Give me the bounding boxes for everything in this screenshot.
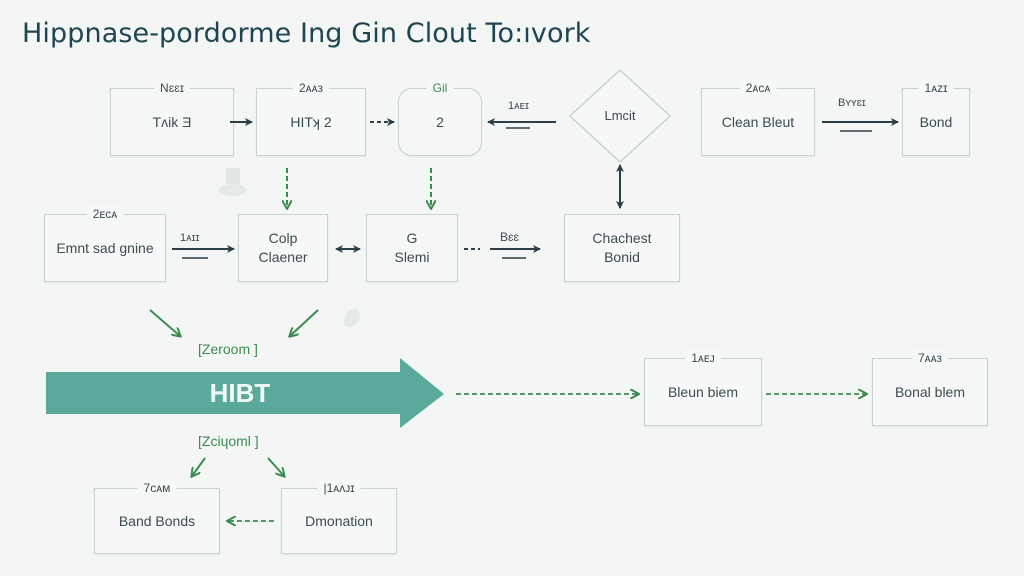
node-tag: 1ᴀᴢɪ: [918, 79, 954, 97]
node-gil[interactable]: Gil 2: [398, 79, 482, 156]
node-hitk[interactable]: 2ᴀᴀᴈ HITʞ 2: [256, 79, 366, 156]
node-emnt[interactable]: 2ᴇᴄᴀ Emnt sad gnine: [44, 205, 166, 282]
node-label: Tʌik Ǝ: [152, 113, 192, 130]
annotation-top: [Zeroom ]: [198, 341, 258, 357]
arrow-diag-right: [290, 309, 319, 336]
edge-label-gil-limit: 1ᴀᴇɪ: [508, 100, 529, 112]
node-task[interactable]: Nɛɛɪ Tʌik Ǝ: [110, 79, 234, 156]
decision-limit[interactable]: [568, 68, 672, 164]
node-tag: Gil: [426, 79, 454, 97]
node-label: Band Bonds: [118, 512, 196, 529]
node-label-line1: Chachest: [592, 230, 652, 247]
node-label: 2: [436, 113, 444, 130]
node-label: Clean Bleut: [721, 113, 795, 130]
node-bleun[interactable]: 1ᴀᴇᴊ Bleun biem: [644, 349, 762, 426]
node-g-slemi[interactable]: G Slemi: [366, 214, 458, 282]
node-tag: |1ᴀᴧᴊɪ: [317, 479, 361, 497]
node-label: Bleun biem: [667, 383, 739, 400]
decision-label: Lmcit: [604, 108, 636, 123]
node-label-line1: G: [406, 230, 418, 247]
node-tag: 2ᴀᴄᴀ: [739, 79, 777, 97]
edge-label-slemi-chachest: Bɛɛ: [500, 230, 520, 244]
node-band-bonds[interactable]: 7ᴄᴀᴍ Band Bonds: [94, 479, 220, 554]
node-tag: 2ᴇᴄᴀ: [86, 205, 124, 223]
robot-icon: [219, 168, 247, 196]
node-label: Emnt sad gnine: [56, 239, 154, 256]
leaf-icon: [344, 308, 360, 328]
edge-label-clean-bond: Bʏʏɛɪ: [838, 97, 866, 109]
diagram-title: Hippnase-pordorme Ing Gin Clout To:ıvork: [22, 18, 591, 49]
annotation-bottom: [Zciɥoml ]: [198, 433, 259, 449]
node-label-line2: Claener: [258, 249, 308, 265]
node-dmonation[interactable]: |1ᴀᴧᴊɪ Dmonation: [281, 479, 397, 554]
arrow-diag-left: [149, 309, 180, 336]
node-label: Dmonation: [305, 512, 373, 529]
main-flow-label: HIBT: [209, 378, 271, 408]
node-label-line2: Bonid: [604, 249, 640, 265]
node-clean-bleut[interactable]: 2ᴀᴄᴀ Clean Bleut: [701, 79, 815, 156]
node-label-line1: Colp: [268, 230, 298, 247]
node-label: HITʞ 2: [290, 113, 332, 130]
node-tag: 7ᴄᴀᴍ: [137, 479, 177, 497]
node-chachest[interactable]: Chachest Bonid: [564, 214, 680, 282]
node-tag: 7ᴀᴀᴈ: [911, 349, 949, 367]
edge-label-emnt-colp: 1ᴀɪɪ: [180, 232, 200, 244]
arrow-zci-dmonation: [267, 457, 284, 476]
node-colp[interactable]: Colp Claener: [238, 214, 328, 282]
node-tag: Nɛɛɪ: [154, 79, 190, 97]
node-label: Bonal blem: [894, 383, 966, 400]
node-tag: 2ᴀᴀᴈ: [292, 79, 330, 97]
node-bond[interactable]: 1ᴀᴢɪ Bond: [902, 79, 970, 156]
arrow-zci-band: [192, 457, 206, 476]
node-bonal[interactable]: 7ᴀᴀᴈ Bonal blem: [872, 349, 988, 426]
node-label: Bond: [919, 113, 953, 130]
main-flow-arrow[interactable]: [46, 358, 444, 428]
node-tag: 1ᴀᴇᴊ: [685, 349, 721, 367]
node-label-line2: Slemi: [394, 249, 430, 265]
